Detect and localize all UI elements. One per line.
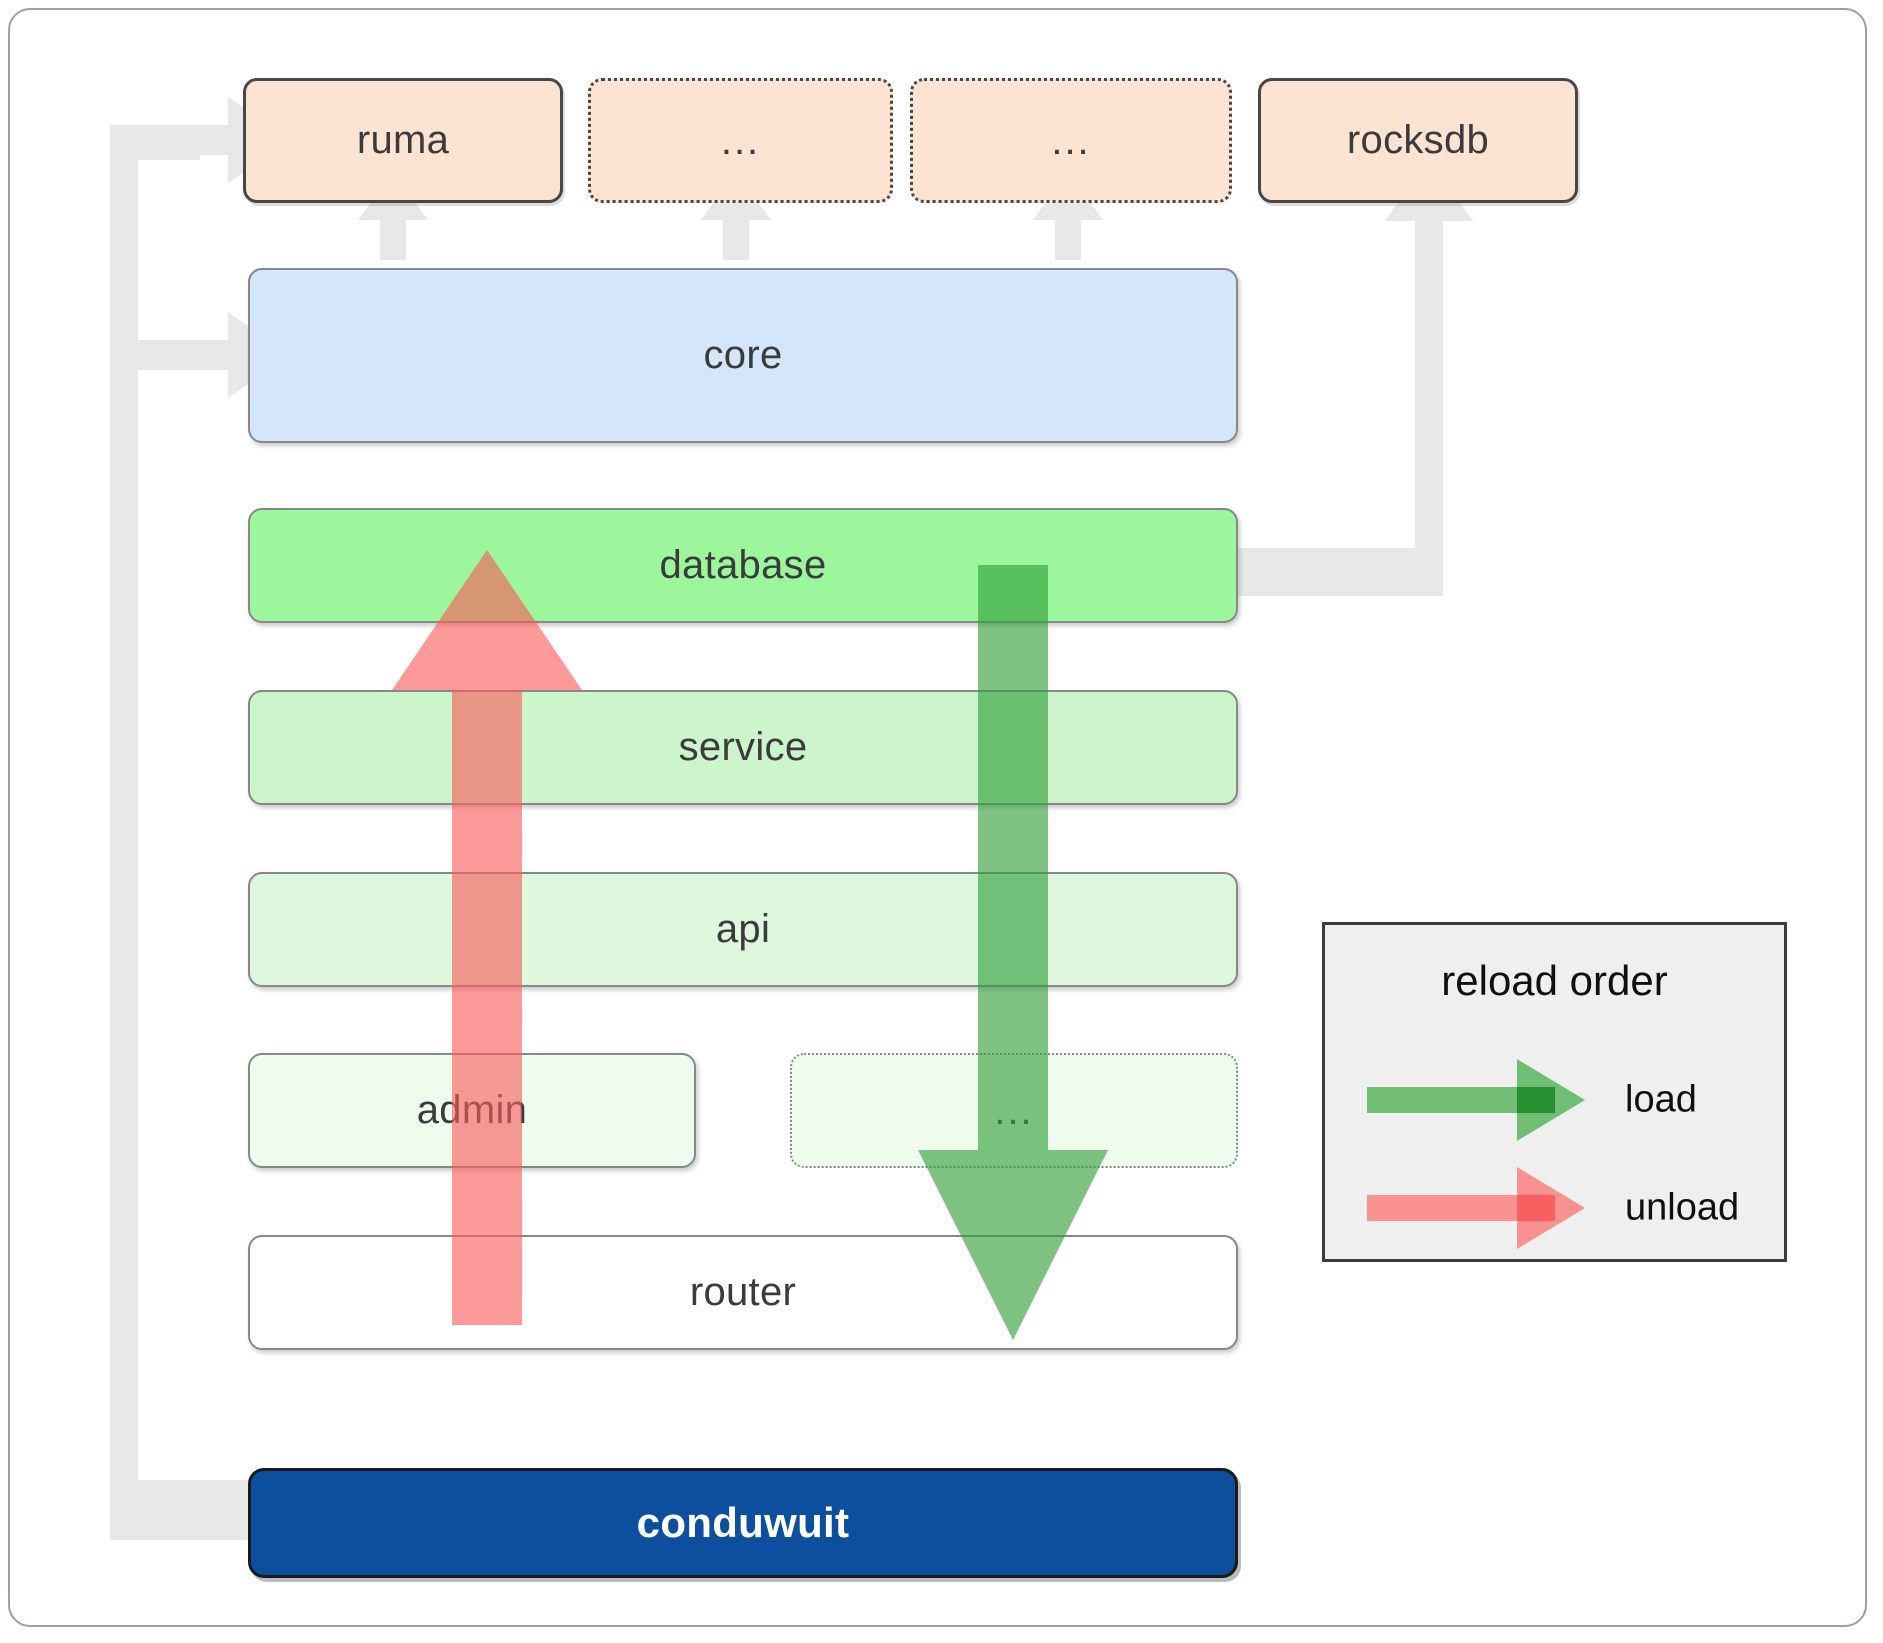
- layer-label: core: [703, 333, 783, 377]
- layer-label: admin: [416, 1088, 528, 1132]
- layer-box-router[interactable]: router: [248, 1235, 1238, 1350]
- load-arrow-icon: [1367, 1059, 1585, 1141]
- layer-label: router: [689, 1270, 797, 1314]
- dependency-box-placeholder-2[interactable]: ...: [910, 78, 1232, 203]
- legend-panel: reload order load unload: [1322, 922, 1787, 1262]
- legend-title: reload order: [1441, 957, 1668, 1004]
- legend-label-unload: unload: [1625, 1186, 1740, 1229]
- dependency-label: ruma: [356, 118, 450, 162]
- ellipsis-icon: ...: [720, 118, 761, 163]
- application-label: conduwuit: [636, 1499, 850, 1546]
- layer-box-service[interactable]: service: [248, 690, 1238, 805]
- layer-label: service: [678, 725, 808, 769]
- layer-label: api: [715, 907, 771, 951]
- application-box-conduwuit[interactable]: conduwuit: [248, 1468, 1238, 1578]
- layer-box-api[interactable]: api: [248, 872, 1238, 987]
- dependency-label: rocksdb: [1346, 118, 1490, 162]
- layer-box-core[interactable]: core: [248, 268, 1238, 443]
- dependency-box-rocksdb[interactable]: rocksdb: [1258, 78, 1578, 203]
- dependency-box-placeholder-1[interactable]: ...: [588, 78, 893, 203]
- layer-box-placeholder[interactable]: ...: [790, 1053, 1238, 1168]
- ellipsis-icon: ...: [1051, 118, 1091, 163]
- legend-label-load: load: [1625, 1078, 1697, 1121]
- layer-label: database: [659, 543, 827, 587]
- unload-arrow-icon: [1367, 1167, 1585, 1249]
- diagram-frame: [8, 8, 1867, 1627]
- dependency-box-ruma[interactable]: ruma: [243, 78, 563, 203]
- layer-box-database[interactable]: database: [248, 508, 1238, 623]
- legend-row-load: load: [1325, 1055, 1784, 1145]
- ellipsis-icon: ...: [994, 1088, 1034, 1133]
- legend-row-unload: unload: [1325, 1163, 1784, 1253]
- layer-box-admin[interactable]: admin: [248, 1053, 696, 1168]
